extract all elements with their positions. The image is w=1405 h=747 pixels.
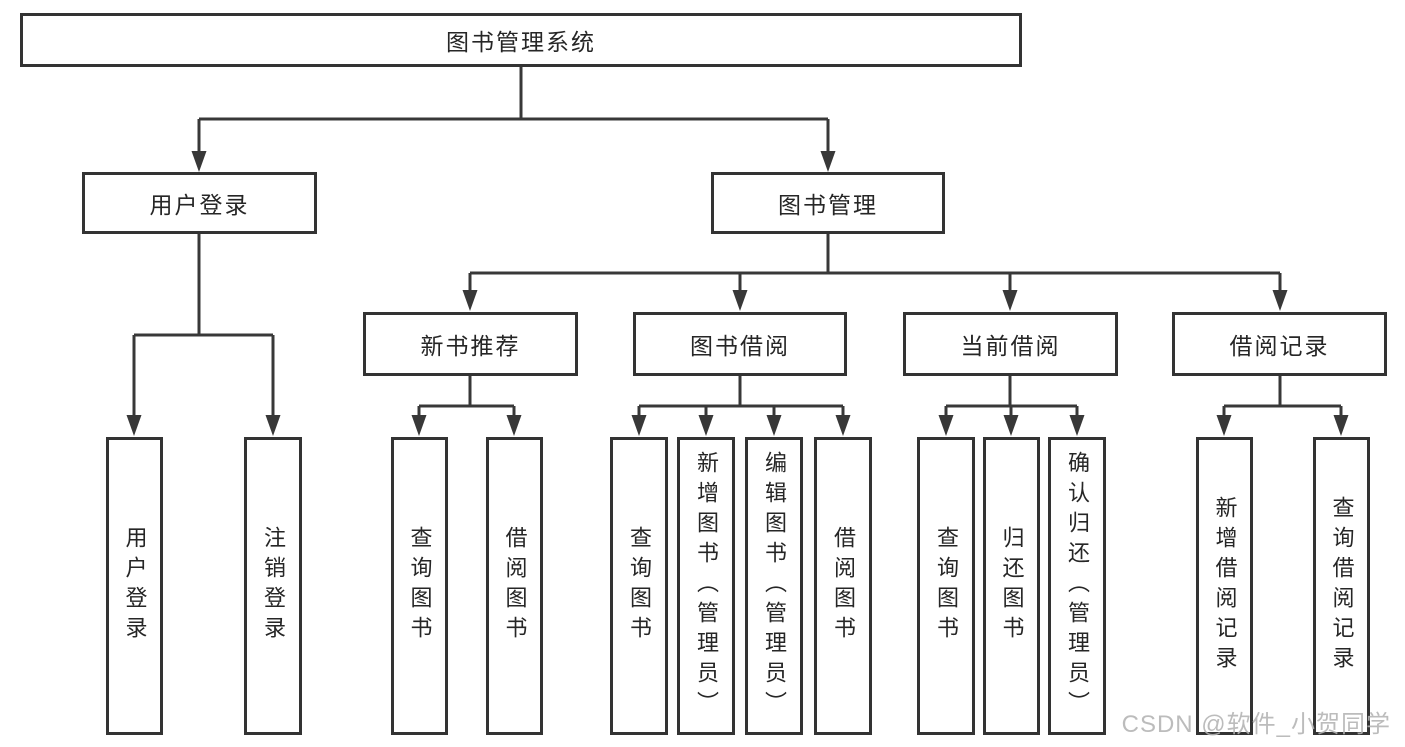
leaf-user-login-label: 用户登录 [122,526,148,646]
node-borrow-records-label: 借阅记录 [1229,333,1330,359]
leaf-add-books-admin-label: 新增图书（管理员） [694,451,719,721]
leaf-query-books-recommend-label: 查询图书 [407,526,433,646]
leaf-add-borrow-record-label: 新增借阅记录 [1212,496,1238,676]
leaf-query-books-recommend: 查询图书 [391,437,448,735]
node-current-borrow: 当前借阅 [903,312,1118,376]
leaf-user-login: 用户登录 [106,437,163,735]
node-user-login-label: 用户登录 [149,192,250,218]
leaf-edit-books-admin: 编辑图书（管理员） [745,437,803,735]
leaf-edit-books-admin-label: 编辑图书（管理员） [762,451,787,721]
leaf-confirm-return-admin-label: 确认归还（管理员） [1065,451,1090,721]
arrow-down-icon [698,415,714,436]
connector-user-login-to-leaves [126,234,281,436]
node-book-borrow-label: 图书借阅 [690,333,790,359]
arrow-down-icon [1069,415,1085,436]
connector-new-book-recommend-to-leaves [411,376,522,436]
arrow-down-icon [1003,415,1019,436]
leaf-borrow-books-label: 借阅图书 [831,526,856,646]
leaf-add-borrow-record: 新增借阅记录 [1196,437,1253,735]
arrow-down-icon [462,290,478,311]
arrow-down-icon [631,415,647,436]
connector-current-borrow-to-leaves [938,376,1085,436]
leaf-borrow-books-recommend: 借阅图书 [486,437,543,735]
leaf-return-books-label: 归还图书 [999,526,1025,646]
leaf-query-books-borrow: 查询图书 [610,437,668,735]
node-book-borrow: 图书借阅 [633,312,847,376]
node-book-management: 图书管理 [711,172,945,234]
leaf-confirm-return-admin: 确认归还（管理员） [1048,437,1106,735]
node-new-book-recommend-label: 新书推荐 [420,333,521,359]
leaf-logout-label: 注销登录 [261,526,286,646]
leaf-query-books-borrow-label: 查询图书 [627,526,652,646]
leaf-query-borrow-record: 查询借阅记录 [1313,437,1370,735]
leaf-query-books-current: 查询图书 [917,437,975,735]
node-root-label: 图书管理系统 [446,29,596,55]
leaf-query-books-current-label: 查询图书 [934,526,959,646]
node-book-management-label: 图书管理 [778,192,878,218]
node-new-book-recommend: 新书推荐 [363,312,578,376]
leaf-logout: 注销登录 [244,437,302,735]
csdn-watermark: CSDN @软件_小贺同学 [1121,711,1391,738]
leaf-add-books-admin: 新增图书（管理员） [677,437,735,735]
arrow-down-icon [411,415,427,436]
arrow-down-icon [766,415,782,436]
arrow-down-icon [126,415,142,436]
leaf-borrow-books: 借阅图书 [814,437,872,735]
node-current-borrow-label: 当前借阅 [960,333,1061,359]
leaf-query-borrow-record-label: 查询借阅记录 [1329,496,1355,676]
arrow-down-icon [1333,415,1349,436]
arrow-down-icon [191,151,207,172]
node-borrow-records: 借阅记录 [1172,312,1387,376]
arrow-down-icon [1272,290,1288,311]
arrow-down-icon [1002,290,1018,311]
leaf-return-books: 归还图书 [983,437,1040,735]
node-user-login: 用户登录 [82,172,317,234]
leaf-borrow-books-recommend-label: 借阅图书 [502,526,528,646]
connector-root-to-level2 [191,67,836,172]
arrow-down-icon [265,415,281,436]
arrow-down-icon [1216,415,1232,436]
node-root: 图书管理系统 [20,13,1022,67]
connector-book-borrow-to-leaves [631,376,851,436]
arrow-down-icon [732,290,748,311]
arrow-down-icon [820,151,836,172]
connector-borrow-records-to-leaves [1216,376,1349,436]
arrow-down-icon [938,415,954,436]
connector-book-management-to-level3 [462,234,1288,311]
arrow-down-icon [506,415,522,436]
arrow-down-icon [835,415,851,436]
